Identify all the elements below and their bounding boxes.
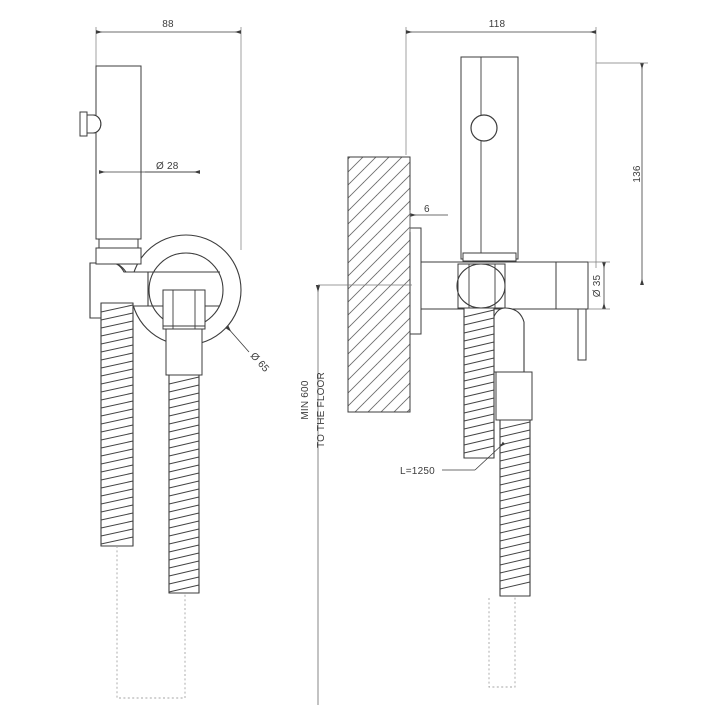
dim-label-118: 118 <box>489 19 506 30</box>
wall-flange <box>409 227 422 335</box>
side-spout-body <box>95 65 142 240</box>
dim-label-d35: Ø 35 <box>592 275 603 298</box>
side-hose-left <box>100 302 134 547</box>
dim-label-136: 136 <box>632 165 643 183</box>
dimension-spout-diameter: Ø 28 <box>99 161 200 176</box>
dimension-front-width: 118 <box>405 19 597 268</box>
side-hose-continuation <box>116 546 186 699</box>
front-spout-body <box>460 56 519 262</box>
front-hose-right <box>499 419 531 597</box>
side-hose-right <box>162 289 206 594</box>
dimension-handle-diameter: Ø 35 <box>588 261 610 310</box>
dim-label-L1250: L=1250 <box>400 466 435 477</box>
dim-label-min600: MIN 600 <box>300 380 311 419</box>
hose-coil-texture-3 <box>463 309 495 454</box>
hose-coil-texture-4 <box>499 421 531 590</box>
hose-coil-texture <box>100 304 134 545</box>
dimension-front-height: 136 <box>596 62 648 285</box>
dim-label-88: 88 <box>162 19 174 30</box>
dim-label-to-the-floor: TO THE FLOOR <box>316 372 327 448</box>
front-view-group: 118 136 6 <box>300 19 648 705</box>
dim-label-6: 6 <box>424 204 430 215</box>
dimension-flange-thickness: 6 <box>409 204 448 232</box>
side-spray-collar <box>95 238 142 265</box>
front-hose-continuation <box>488 596 516 688</box>
dimension-min-floor: MIN 600 TO THE FLOOR <box>300 284 412 705</box>
side-view-group: 88 Ø 28 <box>79 19 271 699</box>
dim-label-d28: Ø 28 <box>156 161 179 172</box>
wall-section <box>347 156 411 413</box>
side-lever-nub <box>79 111 102 137</box>
front-hose-left <box>463 307 495 459</box>
dimension-hose-length: L=1250 <box>400 441 506 477</box>
hose-coil-texture-2 <box>168 376 200 593</box>
